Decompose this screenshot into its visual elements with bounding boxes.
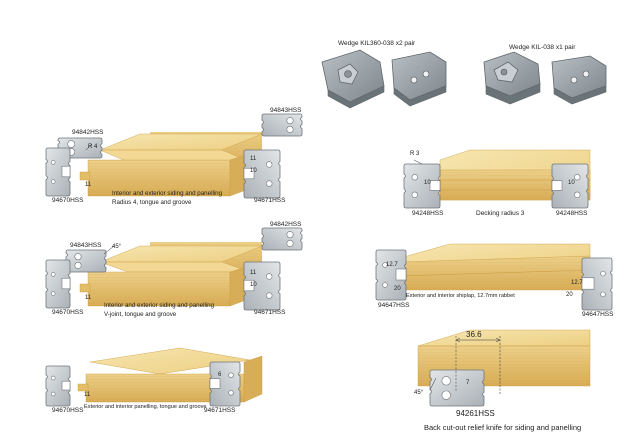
shiplap-dim-left: 12.7	[386, 262, 398, 268]
s2-caption-line2: V-joint, tongue and groove	[104, 310, 177, 318]
decking-radius: R 3	[410, 151, 420, 157]
s2-knife-94670	[45, 259, 71, 309]
s3-code-right: 94671HSS	[204, 407, 236, 414]
s3-code-left: 94670HSS	[52, 407, 84, 414]
s1-knife-94843	[261, 113, 303, 137]
s1-code-top-right: 94843HSS	[270, 107, 302, 114]
s3-caption: Exterior and interior panelling, tongue …	[84, 404, 207, 410]
decking-caption: Decking radius 3	[476, 210, 525, 217]
s2-dim-left: 11	[85, 295, 92, 301]
wedge-kil038-label: Wedge KIL-038 x1 pair	[509, 44, 576, 51]
decking-dim-left: 10	[424, 180, 431, 186]
s3-dim-left: 11	[84, 392, 91, 398]
s2-code-top-right: 94842HSS	[270, 221, 302, 228]
wedge-kil360-label: Wedge KIL360-038 x2 pair	[338, 40, 416, 47]
s1-dim-right2: 10	[250, 168, 257, 174]
shiplap-dim-right: 12.7	[571, 280, 583, 286]
s1-radius: R 4	[88, 144, 98, 150]
relief-knife-94261	[429, 369, 485, 407]
s1-code-bottom-left: 94670HSS	[52, 197, 84, 204]
s3-knife-94671	[209, 361, 241, 407]
s2-code-bottom-left: 94670HSS	[52, 309, 84, 316]
section1-boards	[79, 132, 263, 197]
wedge-kil360-pair	[321, 49, 447, 109]
s1-caption-line2: Radius 4, tongue and groove	[112, 198, 192, 206]
relief-angle: 45°	[414, 390, 424, 396]
s2-knife-94671	[243, 261, 281, 311]
section3-boards	[77, 347, 263, 403]
shiplap-code-right: 94647HSS	[582, 311, 614, 318]
decking-code-left: 94248HSS	[412, 210, 444, 217]
relief-width: 36.6	[466, 330, 482, 339]
s3-knife-94670	[45, 365, 71, 407]
shiplap-boards	[399, 243, 591, 291]
decking-knife-right	[551, 163, 589, 209]
s2-code-bottom-right: 94671HSS	[254, 309, 286, 316]
s1-knife-94670	[45, 147, 71, 197]
shiplap-caption: Exterior and interior shiplap, 12.7mm ra…	[406, 293, 515, 299]
decking-code-right: 94248HSS	[556, 210, 588, 217]
s2-caption: Interior and exterior siding and panelli…	[104, 302, 214, 319]
s3-dim-right: 6	[218, 372, 222, 378]
s1-dim-right: 11	[250, 156, 257, 162]
dimension-lines	[85, 143, 501, 392]
shiplap-knife-left	[375, 249, 407, 301]
section2-boards	[79, 242, 263, 307]
s1-caption-line1: Interior and exterior siding and panelli…	[112, 190, 223, 197]
s2-knife-94843	[65, 249, 107, 273]
shiplap-dim-left2: 20	[394, 286, 401, 292]
s1-caption: Interior and exterior siding and panelli…	[112, 190, 222, 207]
s2-dim-right2: 10	[250, 282, 257, 288]
relief-depth: 7	[466, 380, 470, 386]
shiplap-code-left: 94647HSS	[378, 302, 410, 309]
s2-dim-right: 11	[250, 270, 257, 276]
shiplap-knife-right	[581, 257, 613, 311]
s2-angle: 45°	[112, 244, 122, 250]
relief-caption: Back cut-out relief knife for siding and…	[424, 423, 582, 432]
s1-dim-left: 11	[85, 182, 92, 188]
relief-code: 94261HSS	[456, 409, 495, 418]
shiplap-dim-right2: 20	[566, 292, 573, 298]
s2-code-top-left: 94843HSS	[70, 242, 102, 249]
decking-knife-left	[403, 163, 441, 209]
wedge-kil038-pair	[483, 51, 607, 105]
s2-caption-line1: Interior and exterior siding and panelli…	[104, 302, 215, 309]
decking-dim-right: 10	[568, 180, 575, 186]
s2-knife-94842	[261, 227, 303, 251]
s1-code-top-left: 94842HSS	[72, 129, 104, 136]
s1-knife-94671	[243, 149, 281, 199]
s1-code-bottom-right: 94671HSS	[254, 197, 286, 204]
